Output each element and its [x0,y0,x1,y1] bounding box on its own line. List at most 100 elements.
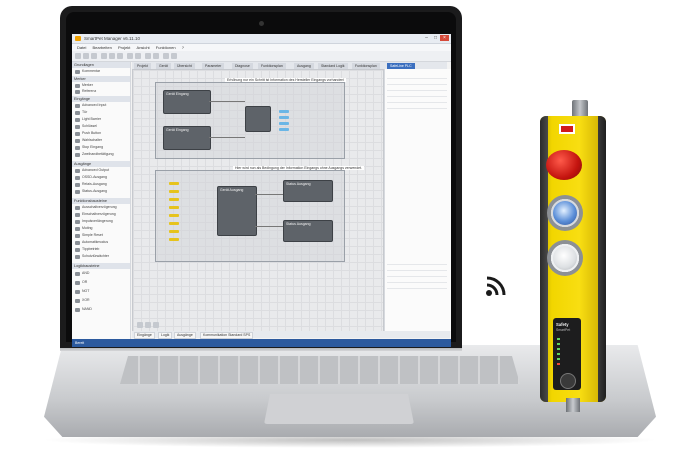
explorer-row[interactable] [387,259,447,265]
tab-funktionsplan[interactable]: Funktionsplan [258,63,286,69]
save-icon[interactable] [91,53,97,59]
sidebar-item[interactable]: NOT [82,289,90,293]
sidebar-item[interactable]: Push Button [82,131,102,135]
sidebar-item[interactable]: Wahlschalter [82,138,103,142]
sidebar-item[interactable]: AND [82,271,90,275]
tab-standard-logik[interactable]: Standard Logik [318,63,348,69]
menu-projekt[interactable]: Projekt [117,45,131,50]
sidebar-item[interactable]: Zweihandbetätigung [82,152,114,156]
output-pin[interactable] [279,110,289,113]
input-pin[interactable] [169,206,179,209]
input-pin[interactable] [169,238,179,241]
maximize-icon[interactable]: □ [433,35,438,41]
sidebar-section-header[interactable]: Eingänge [72,96,130,102]
new-icon[interactable] [75,53,81,59]
logic-canvas[interactable]: Erhöhung nur ein Schritt ist Information… [132,69,384,333]
tab-projekt[interactable]: Projekt [134,63,151,69]
explorer-row[interactable] [387,283,447,289]
input-pin[interactable] [169,198,179,201]
sidebar-item[interactable]: Tür [82,110,88,114]
tab-parameter[interactable]: Parameter [202,63,225,69]
sidebar-item[interactable]: Referenz [82,89,97,93]
sidebar-item[interactable]: Schlüssel [82,124,97,128]
emergency-stop-button[interactable] [546,150,582,180]
tab-diagnose[interactable]: Diagnose [232,63,253,69]
upload-icon[interactable] [171,53,177,59]
sidebar-item[interactable]: Merker [82,83,93,87]
sidebar-item[interactable]: Advanced Input [82,103,107,107]
sidebar-section-header[interactable]: Merker [72,76,130,82]
sidebar-item[interactable]: Relais-Ausgang [82,182,107,186]
explorer-row[interactable] [387,271,447,277]
redo-icon[interactable] [135,53,141,59]
explorer-row[interactable] [387,265,447,271]
copy-icon[interactable] [109,53,115,59]
tab-safeline-plc[interactable]: SafeLine PLC [387,63,415,69]
sidebar-item[interactable]: OR [82,280,88,284]
sidebar-item[interactable]: Impulsverlängerung [82,219,113,223]
logic-node[interactable]: Status Ausgang [283,180,333,202]
tab-geraet[interactable]: Gerät [156,63,171,69]
white-illuminated-button[interactable] [553,246,577,270]
grid-icon[interactable] [145,322,151,328]
sidebar-item[interactable]: Stop Eingang [82,145,104,149]
logic-node[interactable]: Status Ausgang [283,220,333,242]
sidebar-item[interactable]: Simple Reset [82,233,103,237]
tab-logik[interactable]: Logik [158,332,173,339]
menu-bearbeiten[interactable]: Bearbeiten [92,45,112,50]
cut-icon[interactable] [101,53,107,59]
sidebar-item[interactable]: Ausschaltverzögerung [82,205,117,209]
sidebar-item[interactable]: XOR [82,298,90,302]
property-row[interactable] [387,79,447,85]
and-block[interactable] [245,106,271,132]
menu-funktionen[interactable]: Funktionen [155,45,176,50]
property-row[interactable] [387,85,447,91]
input-pin[interactable] [169,190,179,193]
sidebar-item[interactable]: NAND [82,307,92,311]
input-pin[interactable] [169,222,179,225]
zoom-in-icon[interactable] [145,53,151,59]
sidebar-item[interactable]: Einschaltverzögerung [82,212,116,216]
input-pin[interactable] [169,214,179,217]
tab-kommunikation[interactable]: Kommunikation Standard SPS [200,332,254,339]
sidebar-item[interactable]: Light Barrier [82,117,102,121]
output-pin[interactable] [279,122,289,125]
output-pin[interactable] [279,128,289,131]
property-row[interactable] [387,103,447,109]
sidebar-item[interactable]: Automatikmodus [82,240,109,244]
connect-icon[interactable] [163,53,169,59]
open-icon[interactable] [83,53,89,59]
sidebar-item[interactable]: Tippbetrieb [82,247,100,251]
explorer-row[interactable] [387,277,447,283]
fit-view-icon[interactable] [137,322,143,328]
sidebar-section-header[interactable]: Grundlagen [72,62,130,68]
sidebar-item[interactable]: Muting [82,226,93,230]
undo-icon[interactable] [127,53,133,59]
sidebar-item[interactable]: Schutztürwächter [82,254,110,258]
menu-ansicht[interactable]: Ansicht [136,45,150,50]
property-row[interactable] [387,91,447,97]
sidebar-section-header[interactable]: Logikbausteine [72,263,130,269]
property-row[interactable] [387,73,447,79]
logic-node[interactable]: Gerät Ausgang [217,186,257,236]
menu-datei[interactable]: Datei [77,45,87,50]
tab-uebersicht[interactable]: Übersicht [174,63,195,69]
blue-illuminated-button[interactable] [553,201,577,225]
output-pin[interactable] [279,116,289,119]
pairing-button[interactable] [560,373,576,389]
tab-ausgang[interactable]: Ausgang [294,63,314,69]
sidebar-item[interactable]: OSSD-Ausgang [82,175,107,179]
tab-funktionsplan-2[interactable]: Funktionsplan [352,63,380,69]
minimize-icon[interactable]: – [425,35,428,41]
input-pin[interactable] [169,230,179,233]
property-row[interactable] [387,97,447,103]
sidebar-item[interactable]: Advanced Output [82,168,110,172]
sidebar-item[interactable]: Status-Ausgang [82,189,107,193]
menu-help[interactable]: ? [181,45,184,50]
snap-icon[interactable] [153,322,159,328]
logic-node[interactable]: Gerät Eingang [163,90,211,114]
zoom-out-icon[interactable] [153,53,159,59]
input-pin[interactable] [169,182,179,185]
logic-node[interactable]: Gerät Eingang [163,126,211,150]
sidebar-section-header[interactable]: Funktionsbausteine [72,198,130,204]
